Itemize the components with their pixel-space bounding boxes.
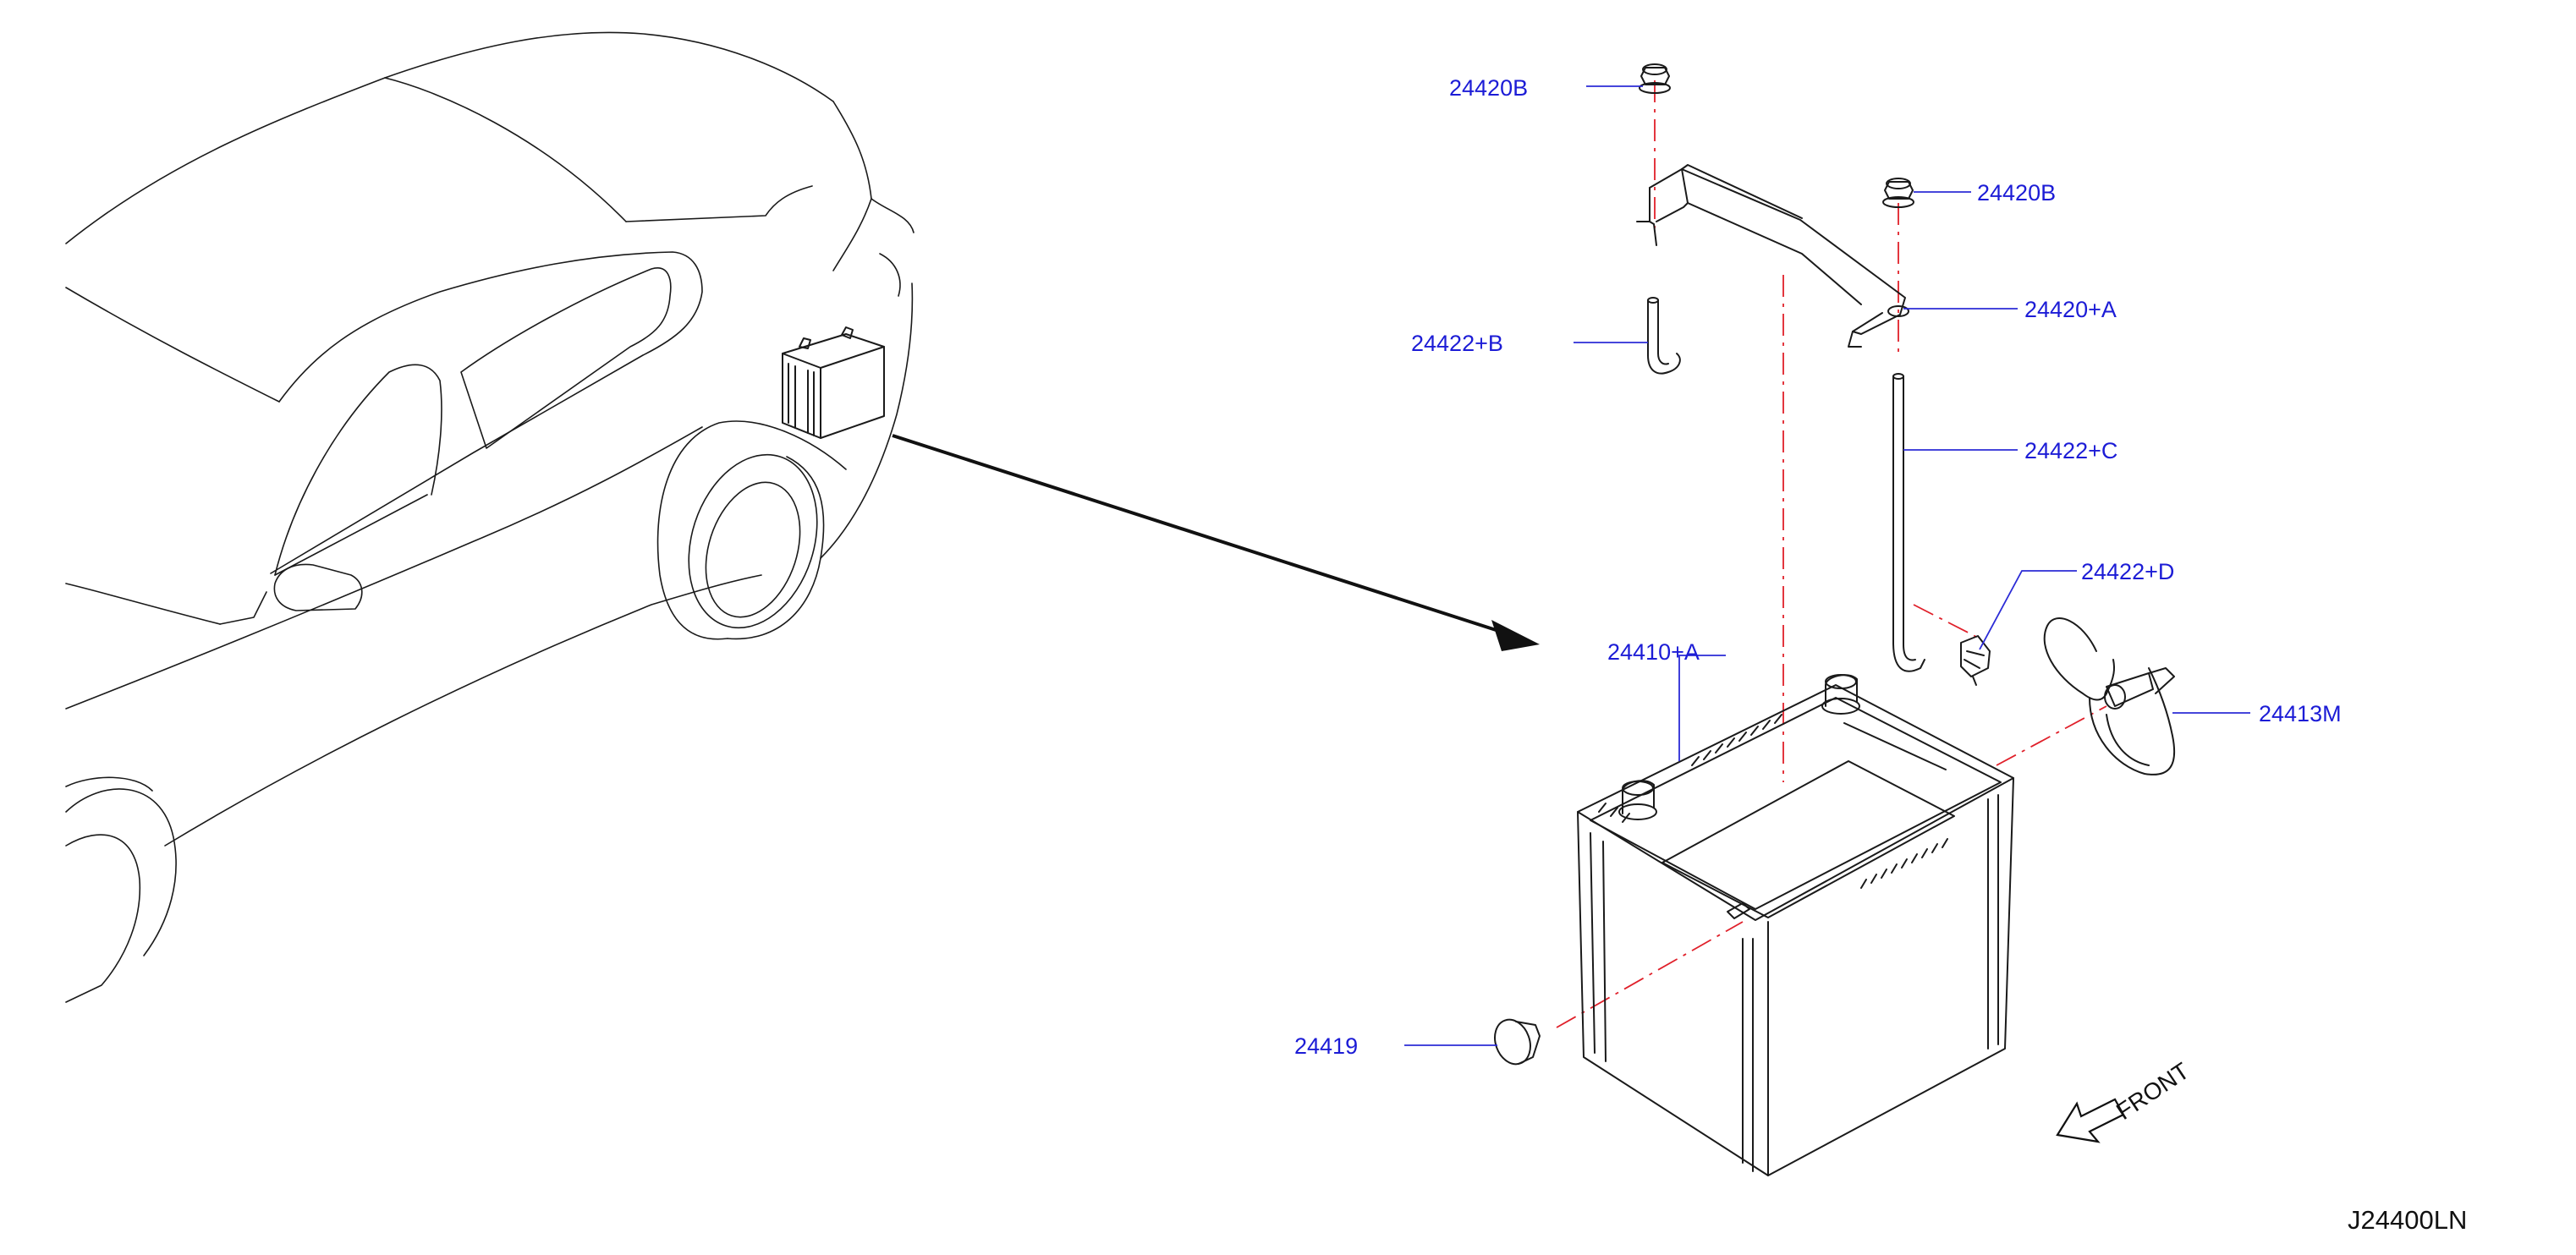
front-direction-indicator: FRONT (2056, 1057, 2194, 1143)
part-label-24422b: 24422+B (1411, 331, 1503, 356)
nut-24420b-right (1882, 178, 1914, 208)
vehicle-outline (65, 31, 915, 1003)
part-labels: 24420B 24420B 24420+A 24422+B 24422+C 24… (1294, 75, 2342, 1059)
leader-lines (1404, 85, 2250, 1046)
bracket-24420a (1636, 164, 1909, 348)
part-label-24419: 24419 (1294, 1033, 1358, 1059)
cable-24413m (2043, 617, 2176, 775)
front-label: FRONT (2112, 1057, 2194, 1125)
part-label-24422d: 24422+D (2081, 559, 2174, 584)
bolt-24422c (1892, 373, 1925, 672)
nut-24420b-top (1639, 63, 1671, 94)
assembly-centerlines (1556, 80, 2107, 1028)
part-label-24420b-top: 24420B (1449, 75, 1528, 101)
diagram-reference-code: J24400LN (2348, 1205, 2467, 1235)
bolt-24422b (1647, 297, 1681, 375)
part-label-24413m: 24413M (2259, 701, 2342, 726)
part-label-24410a: 24410+A (1607, 639, 1700, 665)
clip-24422d (1960, 635, 1991, 686)
part-label-24420b-right: 24420B (1977, 180, 2056, 206)
battery-location-marker (782, 326, 885, 439)
battery-24410a (1577, 674, 2014, 1176)
cap-24419 (1494, 1018, 1541, 1066)
part-label-24422c: 24422+C (2024, 438, 2117, 463)
location-arrow (892, 434, 1540, 651)
part-label-24420a: 24420+A (2024, 297, 2117, 322)
